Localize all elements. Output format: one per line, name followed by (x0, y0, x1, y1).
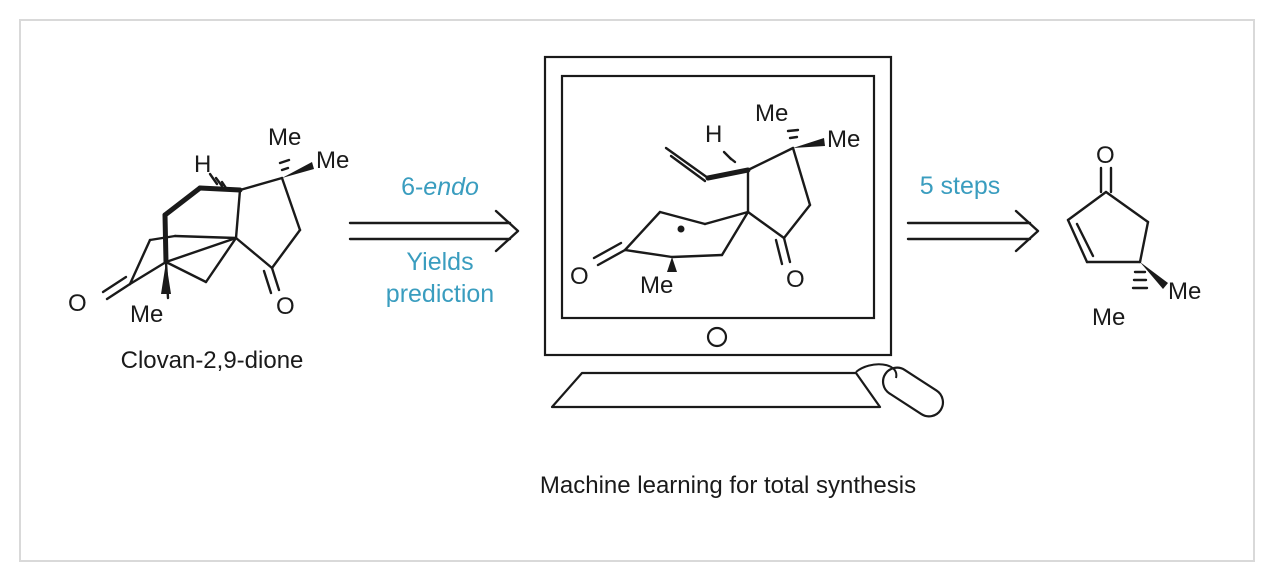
arrow-2-label: 5 steps (920, 172, 1001, 200)
left-molecule-bonds (101, 176, 302, 301)
center-vinyl-bold-bond (705, 167, 751, 181)
center-atom-o-right: O (786, 266, 805, 293)
radical-dot (677, 225, 685, 233)
right-atom-me-bottom: Me (1092, 304, 1125, 331)
left-h-hashed-bond (208, 172, 228, 190)
figure-frame (19, 19, 1255, 562)
center-atom-me-bottom: Me (640, 272, 673, 299)
power-button-icon (706, 326, 728, 348)
mouse-cable (855, 363, 898, 379)
center-h-hashed-bond (722, 150, 737, 164)
computer-illustration (543, 55, 945, 418)
center-molecule: H Me Me Me O O (570, 100, 860, 299)
monitor-screen (560, 74, 876, 320)
left-me-hashed-bond (278, 158, 291, 172)
left-me-wedge-bond (282, 162, 314, 178)
center-atom-o-left: O (570, 263, 589, 290)
center-atom-h: H (705, 121, 722, 148)
right-atom-o: O (1096, 142, 1115, 169)
left-atom-me-top: Me (268, 124, 301, 151)
right-molecule: O Me Me (1066, 142, 1201, 331)
right-molecule-bonds (1066, 166, 1150, 264)
left-atom-me-bottom: Me (130, 301, 163, 328)
left-me-wedge-bond-2 (161, 262, 171, 294)
right-me-wedge-bond (1140, 262, 1168, 289)
right-atom-me-right: Me (1168, 278, 1201, 305)
left-atom-o-right: O (276, 293, 295, 320)
arrow-2 (906, 209, 1040, 253)
monitor-bezel (543, 55, 893, 357)
arrow-1 (348, 209, 520, 253)
center-me-wedge-bond-2 (667, 257, 677, 272)
arrow-1-label-1: 6-endo (401, 173, 479, 201)
left-atom-h: H (194, 151, 211, 178)
caption: Machine learning for total synthesis (540, 472, 916, 499)
center-me-wedge-bond (793, 138, 825, 148)
keyboard-icon (550, 371, 882, 409)
arrow-1-label-2: Yields (406, 248, 473, 276)
center-atom-me-right: Me (827, 126, 860, 153)
left-molecule-name: Clovan-2,9-dione (121, 347, 304, 374)
center-me-hashed-bond (786, 128, 800, 140)
arrow-1-label-3: prediction (386, 280, 494, 308)
left-molecule: H Me Me Me O O (68, 124, 349, 328)
right-me-hashed-bond (1131, 270, 1149, 290)
left-atom-o-left: O (68, 290, 87, 317)
center-atom-me-top: Me (755, 100, 788, 127)
center-molecule-bonds (592, 146, 812, 267)
left-atom-me-right: Me (316, 147, 349, 174)
mouse-icon (881, 366, 945, 418)
